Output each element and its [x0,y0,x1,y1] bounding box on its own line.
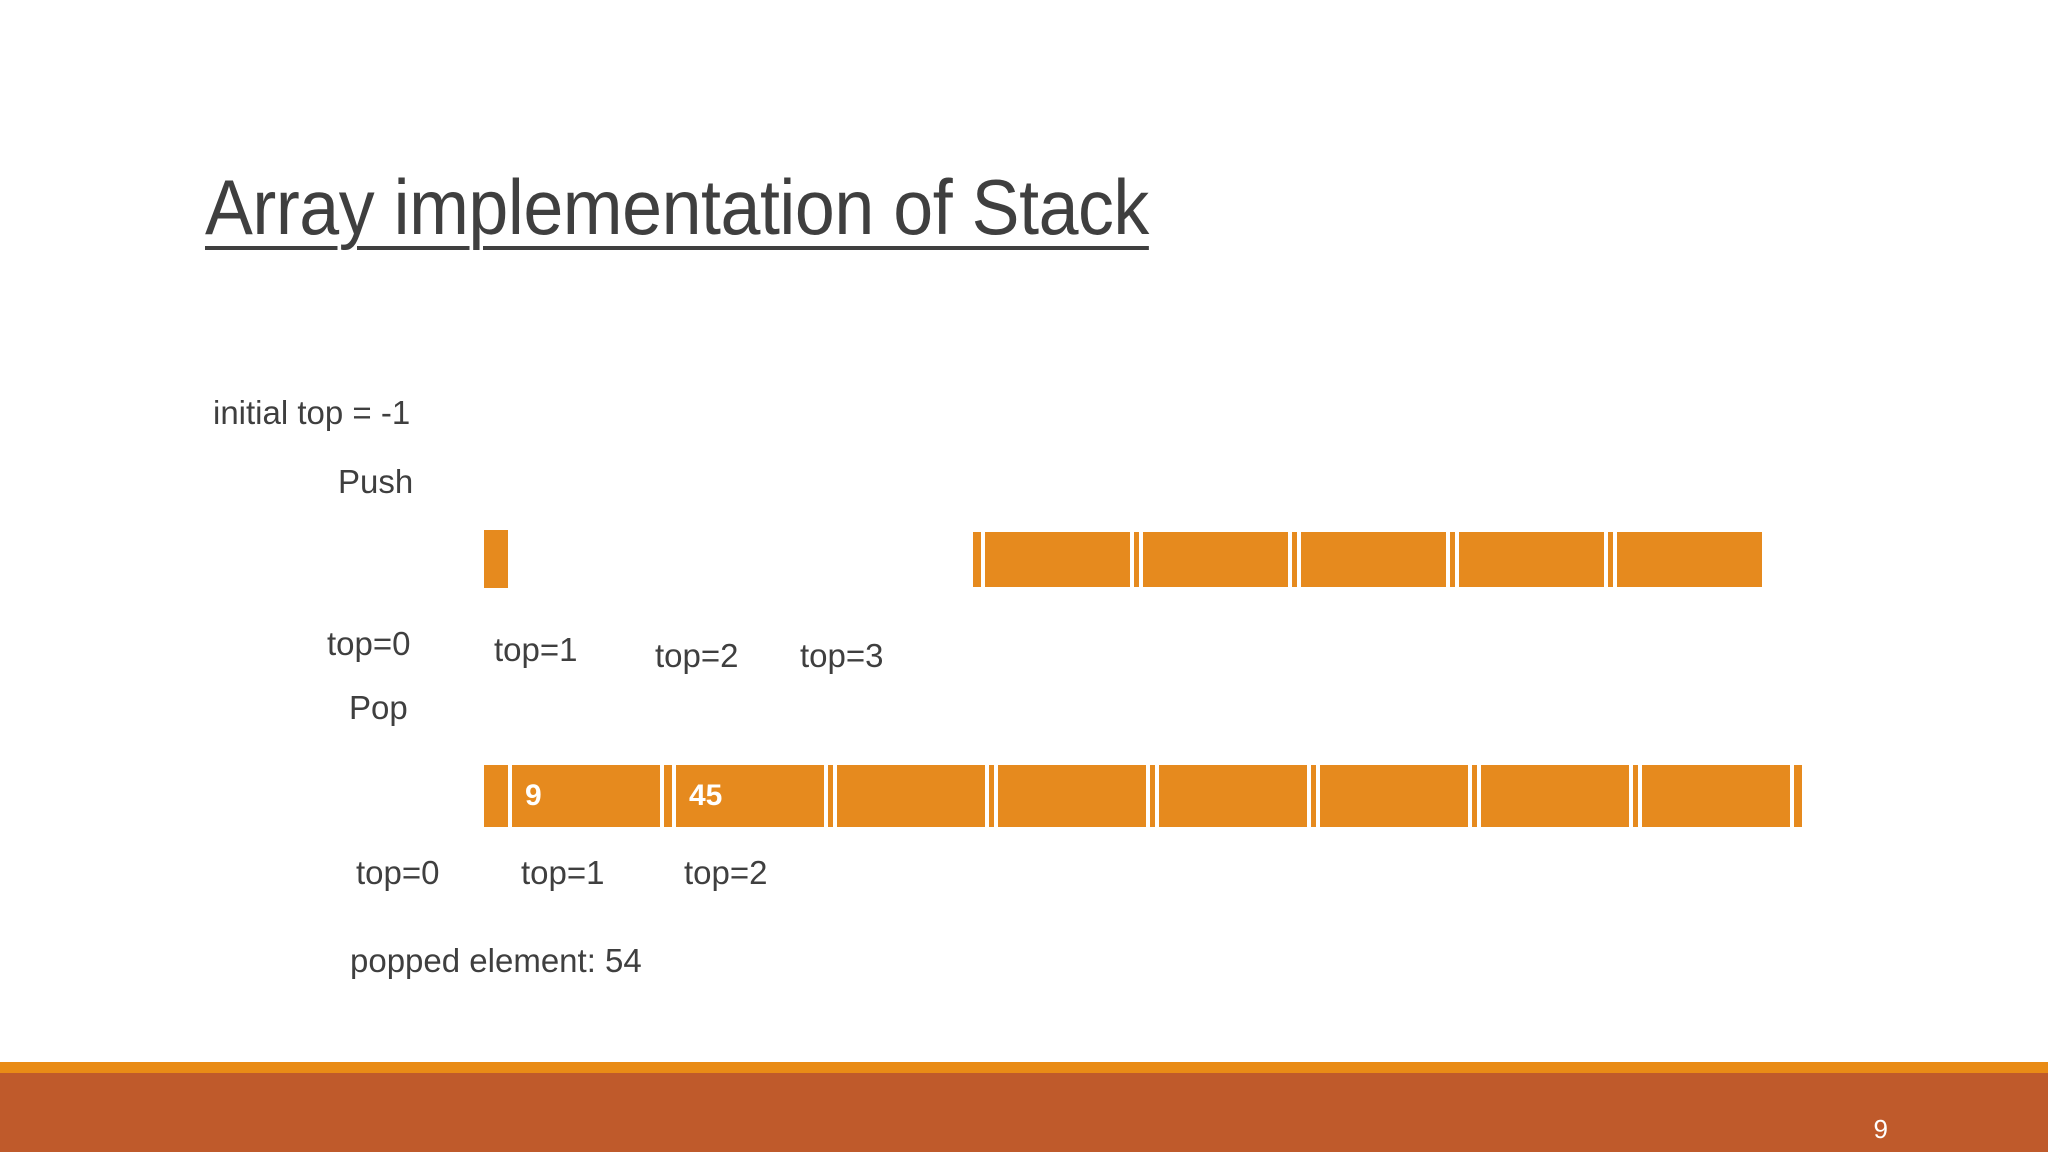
pop-cell-5 [837,765,985,827]
pop-cell-11 [1320,765,1468,827]
label-popped-element: popped element: 54 [350,942,642,979]
footer-accent-strip [0,1062,2048,1073]
push-right-cell-8 [1608,532,1613,587]
pop-cell-10 [1311,765,1316,827]
pop-cell-value-3: 45 [689,779,723,812]
footer-band [0,1073,2048,1152]
pop-cell-8 [1150,765,1155,827]
pop-cell-4 [828,765,833,827]
push-top-label-3: top=3 [800,637,884,674]
push-right-cell-1 [985,532,1130,587]
push-row-left-cells [484,530,508,588]
push-right-cell-6 [1450,532,1455,587]
label-pop: Pop [349,689,408,726]
page-number: 9 [1873,1114,1888,1144]
pop-cell-0 [484,765,508,827]
push-left-cell-0 [484,530,508,588]
push-top-label-2: top=2 [655,637,739,674]
pop-top-label-1: top=1 [521,854,605,891]
push-right-cell-2 [1134,532,1139,587]
pop-row-cells: 9 45 [484,765,1802,827]
pop-cell-16 [1794,765,1802,827]
pop-cell-9 [1159,765,1307,827]
push-right-cell-5 [1301,532,1446,587]
label-push: Push [338,463,414,500]
page-title: Array implementation of Stack [205,168,1905,246]
pop-cell-2 [664,765,672,827]
pop-cell-15 [1642,765,1790,827]
push-right-cell-0 [973,532,981,587]
pop-cell-1: 9 [512,765,660,827]
push-right-cell-3 [1143,532,1288,587]
pop-cell-14 [1633,765,1638,827]
push-right-cell-7 [1459,532,1604,587]
pop-cell-7 [998,765,1146,827]
page-title-text: Array implementation of Stack [205,163,1149,251]
push-top-label-0: top=0 [327,625,411,662]
pop-top-label-0: top=0 [356,854,440,891]
pop-cell-12 [1472,765,1477,827]
pop-cell-value-1: 9 [525,779,542,812]
pop-cell-13 [1481,765,1629,827]
pop-top-label-2: top=2 [684,854,768,891]
pop-cell-3: 45 [676,765,824,827]
push-right-cell-4 [1292,532,1297,587]
push-row-right-cells [973,532,1762,587]
label-initial-top: initial top = -1 [213,394,411,431]
push-right-cell-9 [1617,532,1762,587]
push-top-label-1: top=1 [494,631,578,668]
pop-cell-6 [989,765,994,827]
